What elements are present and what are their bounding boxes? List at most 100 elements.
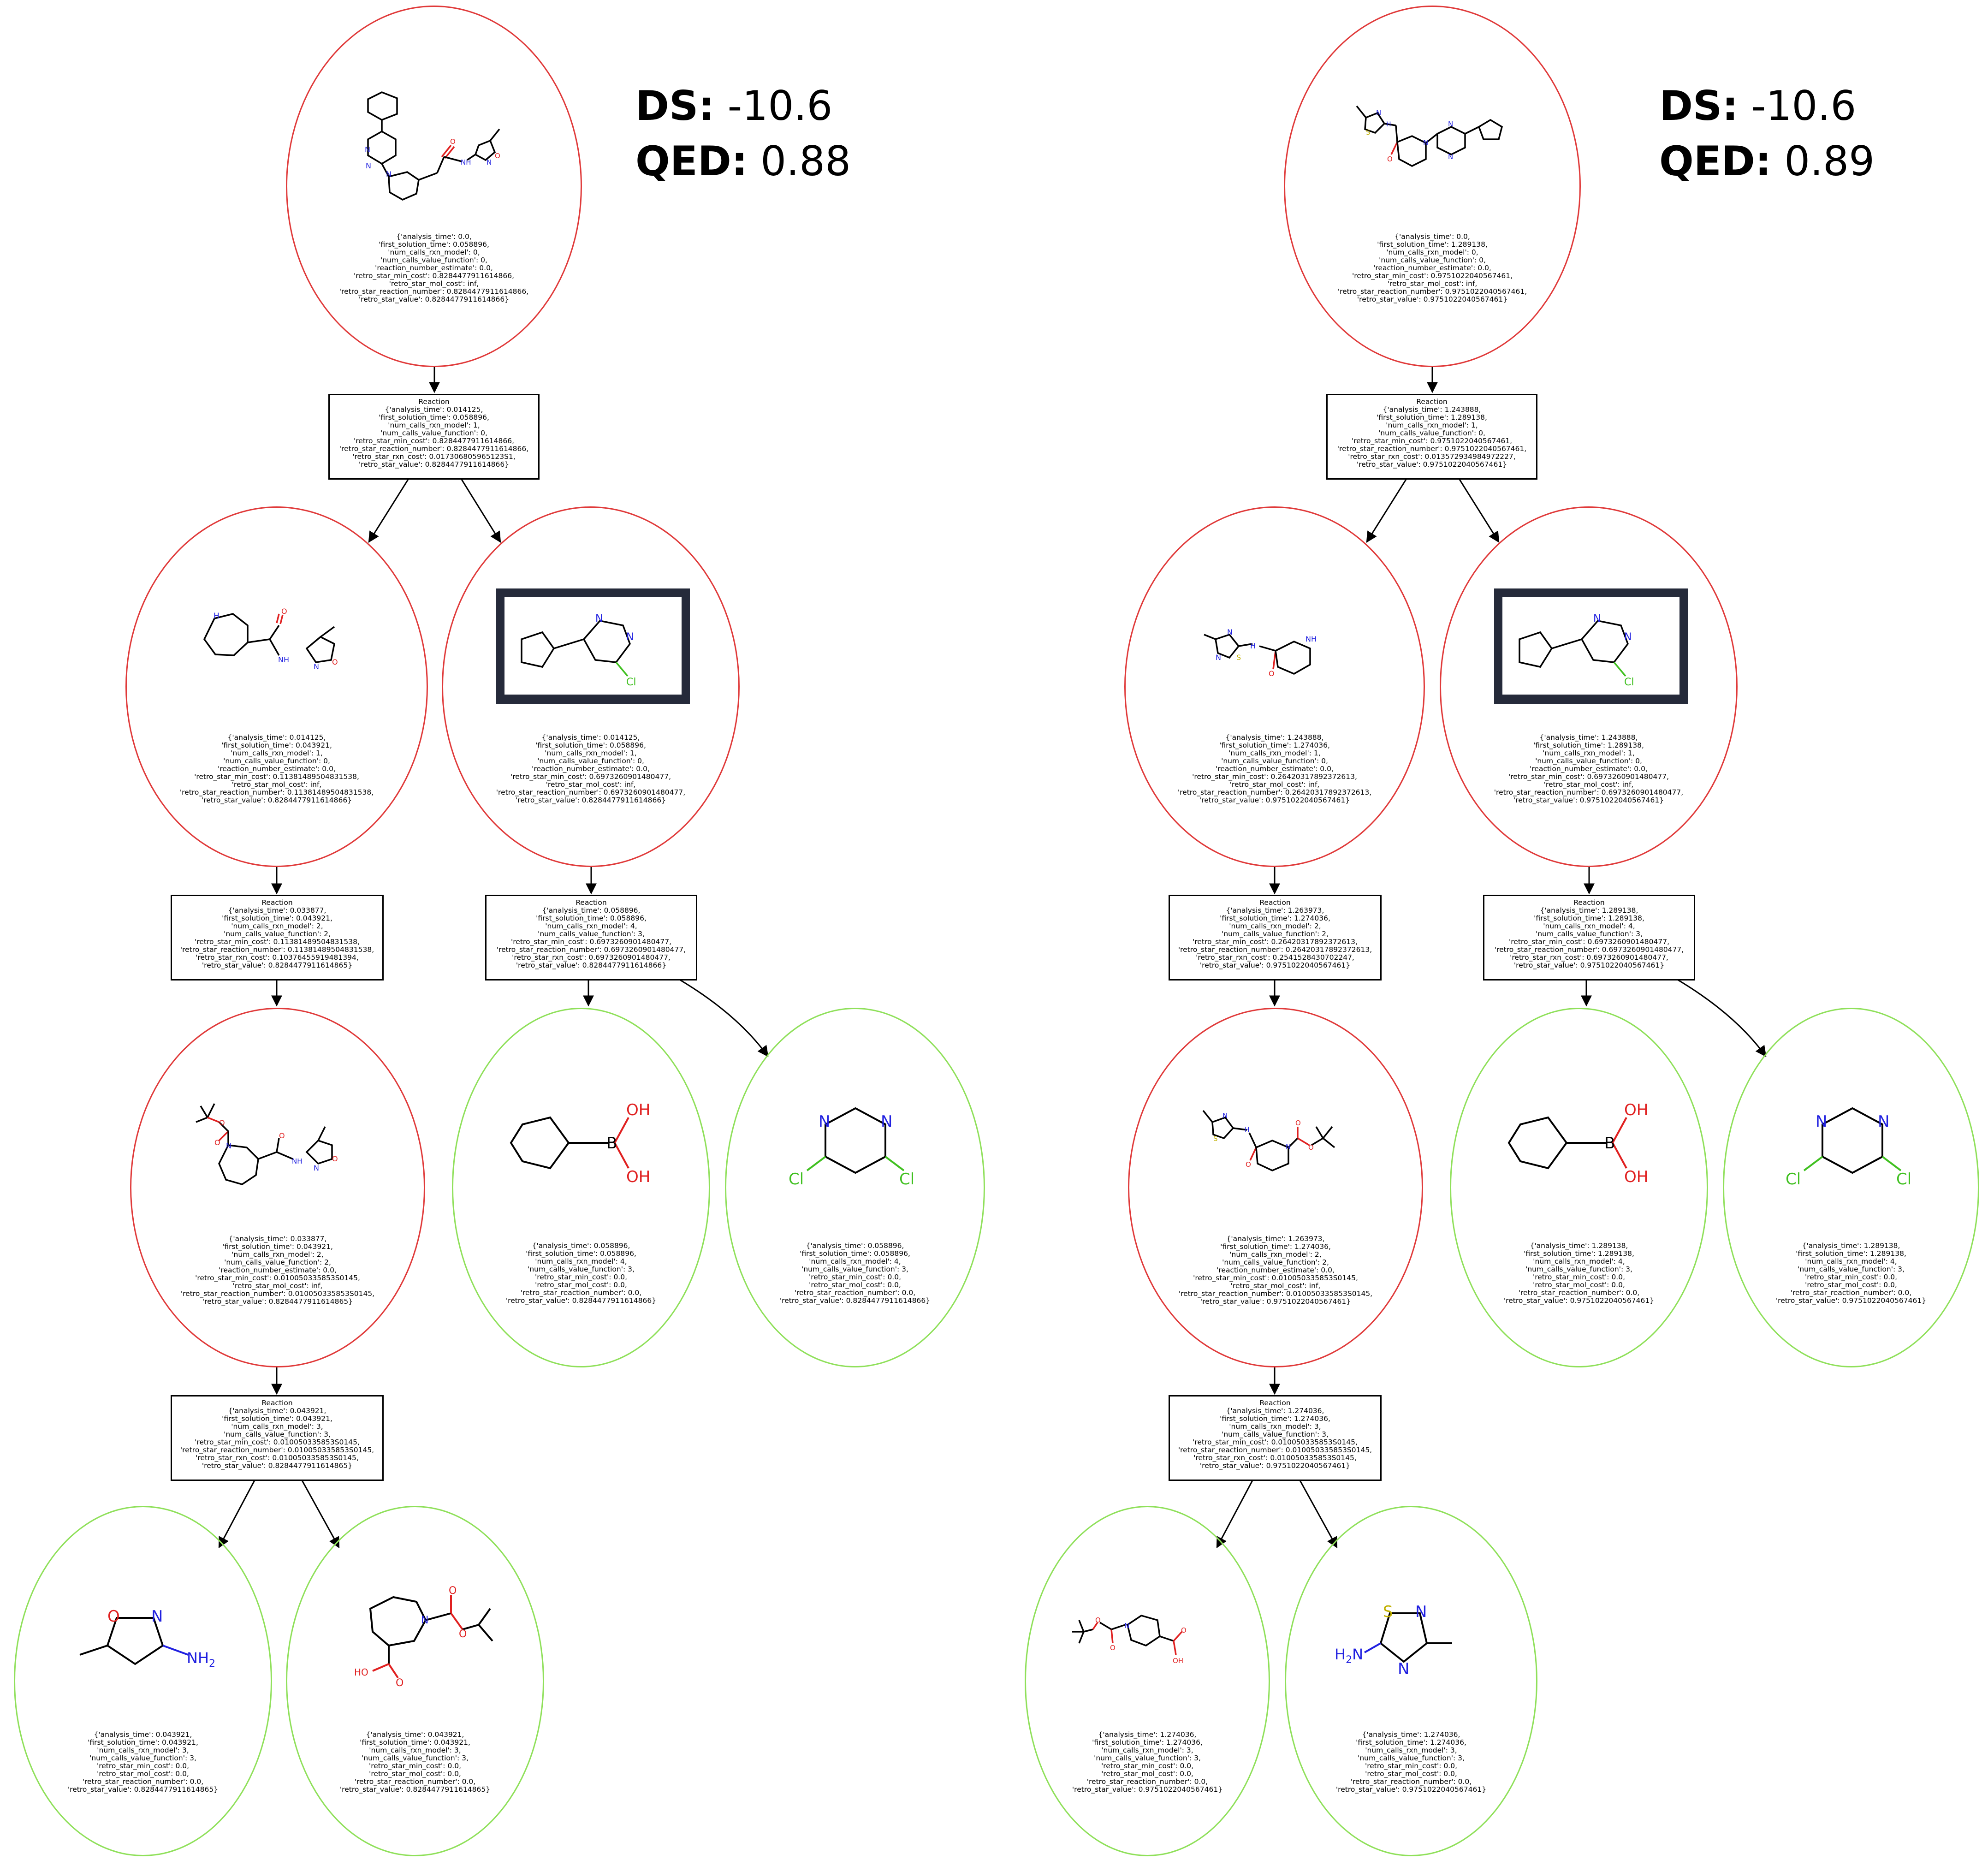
reaction-title: Reaction <box>576 898 607 907</box>
atom-s: S <box>1383 1603 1393 1621</box>
ds-value: -10.6 <box>727 82 833 130</box>
molecule-node-boc-piperidine-amide[interactable]: N S H O N O O {'analysis_time': 1.263973… <box>1128 1008 1423 1367</box>
molecule-node-intermediate-a[interactable]: H NH O N O {'analysis_time': 0.014125, '… <box>125 506 428 867</box>
atom-cl: Cl <box>1624 677 1634 688</box>
molecule-node-cyclopentylboronic-acid[interactable]: B OH OH {'analysis_time': 1.289138, 'fir… <box>1450 1008 1708 1367</box>
atom-n: N <box>1286 1143 1291 1151</box>
molecule-node-boc-piperidine-acid[interactable]: O O N O OH {'analysis_time': 1.274036, '… <box>1025 1506 1270 1856</box>
node-attributes: {'analysis_time': 0.043921, 'first_solut… <box>339 1730 491 1794</box>
ds-value: -10.6 <box>1751 82 1857 130</box>
atom-n: N <box>1593 613 1601 624</box>
reaction-node-4[interactable]: Reaction {'analysis_time': 0.043921, 'fi… <box>171 1395 384 1481</box>
atom-b: B <box>606 1134 617 1153</box>
amino-methylthiadiazole-structure: S N N H2N <box>1335 1603 1452 1678</box>
qed-value: 0.88 <box>760 137 851 185</box>
reaction-title: Reaction <box>1259 898 1291 907</box>
atom-o: O <box>219 1118 225 1127</box>
chloropyrimidine-structure: N N Cl <box>1494 588 1688 704</box>
reaction-title: Reaction <box>261 1399 293 1407</box>
atom-s: S <box>1366 128 1371 137</box>
dichloropyrimidine-structure: N N Cl Cl <box>1786 1107 1911 1188</box>
atom-s: S <box>1213 1135 1218 1143</box>
atom-o: O <box>1110 1644 1116 1652</box>
molecule-node-cyclopentylboronic-acid[interactable]: B OH OH {'analysis_time': 0.058896, 'fir… <box>452 1008 710 1367</box>
atom-n: N <box>1423 138 1428 147</box>
molecule-node-intermediate-b[interactable]: N N Cl {'analysis_time': 1.243888, 'firs… <box>1440 506 1738 867</box>
reaction-node-2[interactable]: Reaction {'analysis_time': 0.033877, 'fi… <box>171 895 384 981</box>
molecule-node-intermediate-b[interactable]: N N Cl {'analysis_time': 0.014125, 'firs… <box>442 506 740 867</box>
reaction-node-1[interactable]: Reaction {'analysis_time': 1.243888, 'fi… <box>1326 394 1537 480</box>
molecule-node-dichloropyrimidine[interactable]: N N Cl Cl {'analysis_time': 1.289138, 'f… <box>1723 1008 1979 1367</box>
cyclopentylboronic-acid-structure: B OH OH <box>1507 1101 1648 1186</box>
atom-o: O <box>1246 1160 1251 1169</box>
reaction-node-4[interactable]: Reaction {'analysis_time': 1.274036, 'fi… <box>1169 1395 1382 1481</box>
edge-reaction1-mol-a <box>1366 478 1407 543</box>
reaction-attributes: {'analysis_time': 0.014125, 'first_solut… <box>339 405 529 469</box>
atom-o: O <box>107 1607 120 1626</box>
ds-score: DS: -10.6 <box>635 78 832 134</box>
molecule-node-dichloropyrimidine[interactable]: N N Cl Cl {'analysis_time': 0.058896, 'f… <box>725 1008 985 1367</box>
molecule-node-boc-azepane-amide[interactable]: O O N O NH N O {'analysis_time': 0.03387… <box>130 1008 425 1367</box>
atom-nh: NH <box>292 1157 303 1165</box>
atom-n: N <box>421 1615 428 1626</box>
reaction-attributes: {'analysis_time': 1.274036, 'first_solut… <box>1178 1407 1372 1470</box>
atom-o: O <box>450 137 456 146</box>
atom-n: N <box>1448 153 1453 161</box>
reaction-node-1[interactable]: Reaction {'analysis_time': 0.014125, 'fi… <box>328 394 540 480</box>
atom-o: O <box>279 1131 285 1140</box>
root-molecule-structure: S N H O N N N <box>1356 105 1503 167</box>
reaction-title: Reaction <box>418 398 450 406</box>
atom-nh: NH <box>461 158 471 166</box>
molecule-node-amino-methylisoxazole[interactable]: O N NH2 {'analysis_time': 0.043921, 'fir… <box>14 1506 272 1856</box>
ds-label: DS: <box>1659 82 1739 130</box>
reaction-attributes: {'analysis_time': 1.289138, 'first_solut… <box>1494 906 1684 969</box>
atom-n: N <box>1878 1112 1889 1131</box>
atom-o: O <box>214 1138 220 1147</box>
atom-oh: OH <box>626 1168 650 1186</box>
node-attributes: {'analysis_time': 0.058896, 'first_solut… <box>779 1242 931 1305</box>
reaction-node-2[interactable]: Reaction {'analysis_time': 1.263973, 'fi… <box>1169 895 1382 981</box>
atom-n: N <box>1227 628 1233 636</box>
reaction-node-3[interactable]: Reaction {'analysis_time': 1.289138, 'fi… <box>1483 895 1695 981</box>
molecule-node-root[interactable]: N N N NH N O O {'analysis_time': 0.0, 'f… <box>286 6 582 367</box>
molecule-node-amino-methylthiadiazole[interactable]: S N N H2N {'analysis_time': 1.274036, 'f… <box>1285 1506 1537 1856</box>
atom-cl: Cl <box>789 1170 804 1188</box>
atom-oh: OH <box>1624 1168 1648 1186</box>
edge-reaction4-mol-f <box>1216 1480 1253 1549</box>
node-attributes: {'analysis_time': 0.033877, 'first_solut… <box>180 1235 375 1306</box>
atom-nh: H <box>1250 642 1256 650</box>
boc-azepane-acid-structure: N O O O HO <box>354 1585 493 1689</box>
node-attributes: {'analysis_time': 1.274036, 'first_solut… <box>1072 1730 1223 1794</box>
atom-n: N <box>386 170 392 178</box>
boc-azepane-amide-structure: O O N O NH N O <box>196 1103 338 1185</box>
root-attributes: {'analysis_time': 0.0, 'first_solution_t… <box>1337 232 1527 303</box>
edge-reaction4-mol-f <box>218 1480 255 1549</box>
reaction-title: Reaction <box>1416 398 1448 406</box>
node-attributes: {'analysis_time': 1.274036, 'first_solut… <box>1335 1730 1487 1794</box>
boc-piperidine-acid-structure: O O N O OH <box>1072 1615 1187 1665</box>
atom-n: N <box>314 1164 319 1172</box>
amino-methylisoxazole-structure: O N NH2 <box>79 1607 215 1670</box>
qed-score: QED: 0.88 <box>635 134 851 189</box>
chloropyrimidine-structure: N N Cl <box>496 588 690 704</box>
atom-n: N <box>1222 1111 1228 1120</box>
molecule-node-boc-azepane-acid[interactable]: N O O O HO {'analysis_time': 0.043921, '… <box>286 1506 544 1856</box>
dichloropyrimidine-structure: N N Cl Cl <box>789 1107 914 1188</box>
edge-reaction1-mol-b <box>1458 478 1500 543</box>
atom-o: O <box>449 1585 457 1597</box>
cyclopentylboronic-acid-structure: B OH OH <box>510 1101 650 1186</box>
molecule-node-root[interactable]: S N H O N N N {'analysis_time': 0.0, 'fi… <box>1284 6 1581 367</box>
edge-reaction1-mol-a <box>368 478 409 543</box>
molecule-node-intermediate-a[interactable]: N N S H O NH {'analysis_time': 1.243888,… <box>1124 506 1425 867</box>
atom-ho: HO <box>354 1667 368 1678</box>
atom-nh: NH <box>1306 635 1317 643</box>
atom-o: O <box>332 1154 338 1163</box>
reaction-node-3[interactable]: Reaction {'analysis_time': 0.058896, 'fi… <box>485 895 697 981</box>
atom-o: O <box>1181 1626 1187 1634</box>
atom-h2n-sub: 2 <box>1346 1654 1352 1666</box>
atom-o: O <box>495 152 500 160</box>
node-attributes: {'analysis_time': 0.043921, 'first_solut… <box>67 1730 219 1794</box>
ds-label: DS: <box>635 82 715 130</box>
atom-n: N <box>314 662 319 671</box>
